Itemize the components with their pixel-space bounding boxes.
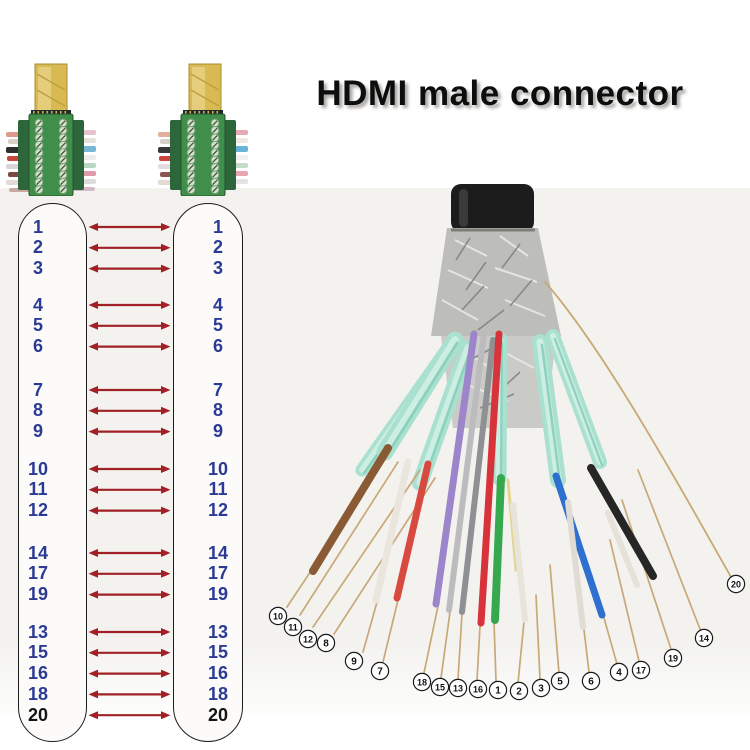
pin-number-left-17: 17 xyxy=(27,563,49,584)
pin-number-right-19: 19 xyxy=(207,584,229,605)
pin-number-left-11: 11 xyxy=(28,479,48,500)
pin-number-right-8: 8 xyxy=(212,400,223,421)
pin-number-left-4: 4 xyxy=(32,294,43,315)
hdmi-breakout-photo-left xyxy=(6,63,96,196)
pin-number-left-8: 8 xyxy=(32,400,43,421)
pin-number-left-7: 7 xyxy=(32,379,43,400)
pin-number-left-18: 18 xyxy=(27,683,49,704)
screw-terminals xyxy=(186,118,220,194)
pin-number-left-13: 13 xyxy=(27,621,49,642)
pin-number-right-11: 11 xyxy=(208,479,228,500)
pin-number-right-9: 9 xyxy=(212,421,223,442)
pin-number-right-7: 7 xyxy=(212,379,223,400)
pin-number-left-3: 3 xyxy=(32,258,43,279)
pin-number-right-18: 18 xyxy=(207,683,229,704)
pin-number-left-15: 15 xyxy=(27,642,49,663)
pin-number-right-14: 14 xyxy=(207,542,229,563)
pin-number-left-1: 1 xyxy=(32,216,43,237)
screw-terminals xyxy=(34,118,68,194)
pin-number-left-19: 19 xyxy=(27,584,49,605)
pin-number-right-20: 20 xyxy=(207,704,229,725)
hdmi-breakout-photo-right xyxy=(158,63,248,196)
pin-number-left-12: 12 xyxy=(27,500,49,521)
pin-number-right-1: 1 xyxy=(212,216,223,237)
pin-number-left-6: 6 xyxy=(32,336,43,357)
pin-number-right-16: 16 xyxy=(207,663,229,684)
pin-number-left-5: 5 xyxy=(32,315,43,336)
pin-number-left-16: 16 xyxy=(27,663,49,684)
right-pin-column xyxy=(173,203,243,742)
background-band xyxy=(0,188,750,714)
pin-number-right-2: 2 xyxy=(212,237,223,258)
pin-number-right-17: 17 xyxy=(207,563,229,584)
pin-number-left-10: 10 xyxy=(27,458,49,479)
pin-number-left-14: 14 xyxy=(27,542,49,563)
page-title: HDMI male connector xyxy=(316,74,684,113)
left-pin-column xyxy=(18,203,87,742)
pin-number-right-10: 10 xyxy=(207,458,229,479)
pin-number-right-5: 5 xyxy=(212,315,223,336)
pin-number-right-4: 4 xyxy=(212,294,223,315)
pin-number-right-6: 6 xyxy=(212,336,223,357)
pin-number-left-9: 9 xyxy=(32,421,43,442)
pin-number-left-20: 20 xyxy=(27,704,49,725)
pin-number-right-12: 12 xyxy=(207,500,229,521)
pin-number-right-15: 15 xyxy=(207,642,229,663)
pin-number-right-3: 3 xyxy=(212,258,223,279)
pin-number-left-2: 2 xyxy=(32,237,43,258)
pin-number-right-13: 13 xyxy=(207,621,229,642)
